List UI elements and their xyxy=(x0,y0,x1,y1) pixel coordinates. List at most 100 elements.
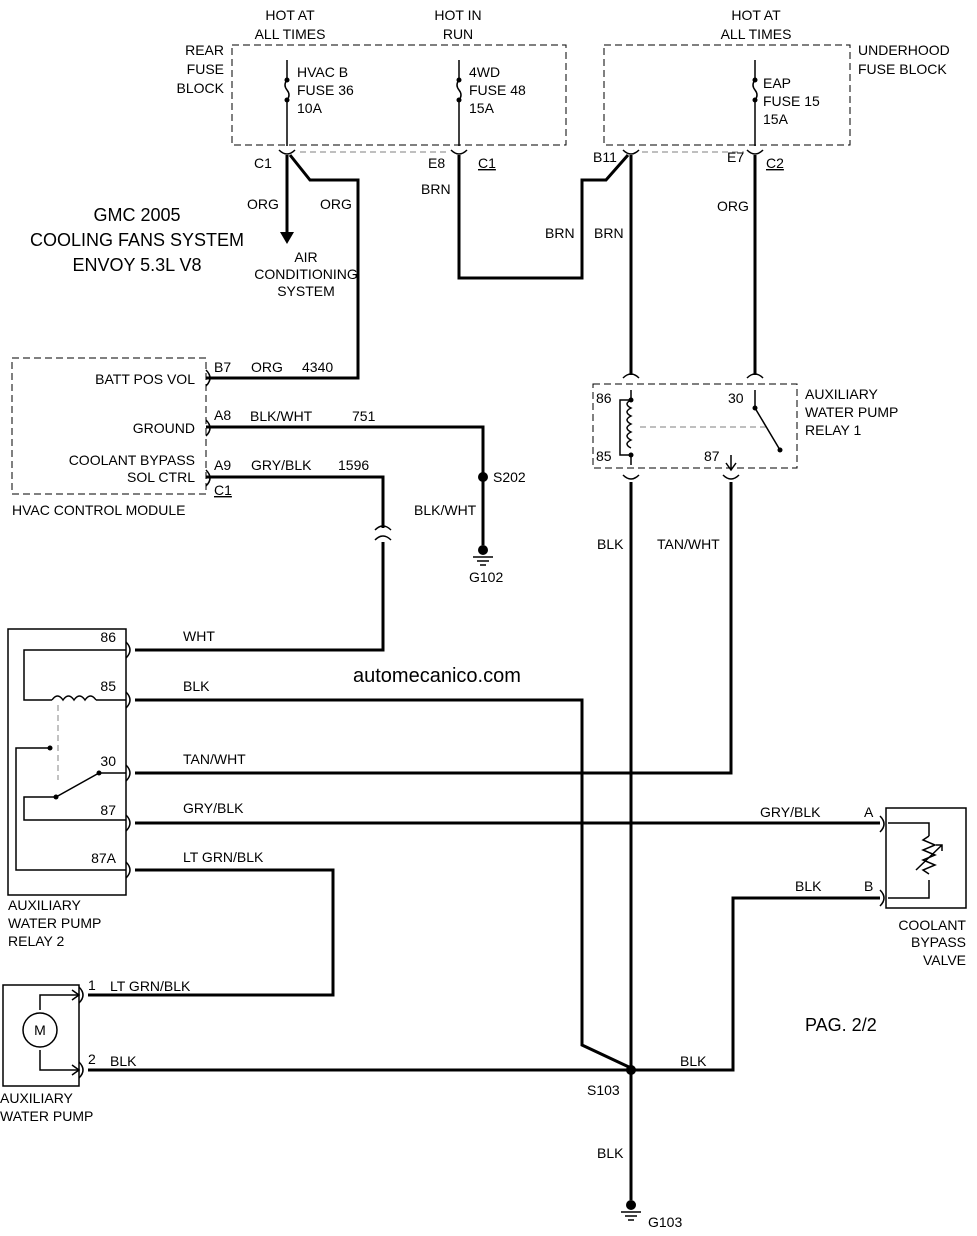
wire-label-org-2: ORG xyxy=(320,196,352,212)
relay1-30-connector-icon xyxy=(746,373,764,379)
relay2-87-connector-icon xyxy=(125,814,131,832)
valve-pin-b: B xyxy=(864,878,873,894)
pump-pin-1: 1 xyxy=(88,977,96,993)
relay2-pin-87: 87 xyxy=(100,802,116,818)
valve-internal-wires xyxy=(888,822,930,899)
underhood-hot-label-2: ALL TIMES xyxy=(721,26,792,42)
hot-at-all-times-label-1: HOT AT xyxy=(265,7,315,23)
wire-label-blkwht-2: BLK/WHT xyxy=(414,502,477,518)
pump-label-1: AUXILIARY xyxy=(0,1090,74,1106)
wire-label-blk-g103: BLK xyxy=(597,1145,624,1161)
ac-system-label-1: AIR xyxy=(294,249,317,265)
relay2-switch-icon xyxy=(23,772,126,821)
diagram-title: GMC 2005 COOLING FANS SYSTEM ENVOY 5.3L … xyxy=(30,205,244,275)
relay2-coil-wires xyxy=(23,649,126,701)
wire-label-ltgrnblk-pump: LT GRN/BLK xyxy=(110,978,191,994)
pump-internal-wires xyxy=(39,994,79,1071)
wire-label-org-3: ORG xyxy=(717,198,749,214)
relay1-pin-86: 86 xyxy=(596,390,612,406)
valve-label-2: BYPASS xyxy=(911,934,966,950)
eap-fuse-icon xyxy=(752,60,758,146)
wire-label-blk-r2: BLK xyxy=(183,678,210,694)
pump-1-connector-icon xyxy=(78,986,84,1004)
relay2-85-connector-icon xyxy=(125,691,131,709)
relay2-label-3: RELAY 2 xyxy=(8,933,65,949)
valve-a-connector-icon xyxy=(879,815,885,833)
pin-batt-pos-label: BATT POS VOL xyxy=(95,371,195,387)
relay2-coil-icon xyxy=(51,695,97,702)
relay2-87a-contact xyxy=(15,747,126,871)
wire-blk-relay2-85 xyxy=(135,698,632,1070)
underhood-fuse-block-outline xyxy=(603,44,851,146)
rear-c1-right-connector-icon xyxy=(450,149,468,155)
rear-fuse-block-label-1: REAR xyxy=(185,42,224,58)
ground-g103-label: G103 xyxy=(648,1214,682,1230)
rear-c1-left-connector-icon xyxy=(278,149,296,155)
rear-conn-c1-left: C1 xyxy=(254,155,272,171)
rear-conn-e8: E8 xyxy=(428,155,445,171)
motor-label: M xyxy=(34,1022,46,1038)
valve-resistor-icon xyxy=(921,835,937,875)
relay2-86-connector-icon xyxy=(125,641,131,659)
pump-outline xyxy=(2,984,80,1087)
rear-fuse-block-outline xyxy=(231,44,567,146)
pump-pin1-arrow-icon xyxy=(71,989,81,1001)
ac-system-label-2: CONDITIONING xyxy=(254,266,357,282)
watermark: automecanico.com xyxy=(353,665,521,687)
wire-label-wht: WHT xyxy=(183,628,215,644)
wire-label-blk-pump: BLK xyxy=(110,1053,137,1069)
relay2-pin-85: 85 xyxy=(100,678,116,694)
wire-label-blk-valve: BLK xyxy=(795,878,822,894)
wire-label-tanwht-r1: TAN/WHT xyxy=(657,536,720,552)
rear-fuse-block: REAR FUSE BLOCK HOT AT ALL TIMES HOT IN … xyxy=(177,7,567,171)
b11-connector-icon xyxy=(622,149,640,155)
hvac-b-fuse-label-1: HVAC B xyxy=(297,64,348,80)
pin-coolant-label-2: SOL CTRL xyxy=(127,469,195,485)
wire-org-to-hvac-b7 xyxy=(206,154,360,380)
4wd-fuse-label-1: 4WD xyxy=(469,64,500,80)
valve-label-3: VALVE xyxy=(923,952,966,968)
rear-fuse-block-label-3: BLOCK xyxy=(177,80,225,96)
wire-brn-4wd-to-b11 xyxy=(457,154,630,280)
underhood-conn-e7: E7 xyxy=(727,149,744,165)
relay1-outline xyxy=(592,383,798,469)
valve-label-1: COOLANT xyxy=(898,917,966,933)
relay1-87-contact-icon xyxy=(725,455,737,472)
wire-ltgrnblk-relay2-87a xyxy=(88,868,335,997)
relay1-pin-85: 85 xyxy=(596,448,612,464)
auxiliary-water-pump: M 1 2 AUXILIARY WATER PUMP xyxy=(0,977,96,1124)
wire-label-brn-1: BRN xyxy=(421,181,451,197)
relay1-87-connector-icon xyxy=(722,474,740,480)
eap-fuse-label-1: EAP xyxy=(763,75,791,91)
ground-g103-icon xyxy=(621,1200,641,1221)
4wd-fuse-label-2: FUSE 48 xyxy=(469,82,526,98)
pin-ground-label: GROUND xyxy=(133,420,195,436)
coolant-bypass-valve: A B COOLANT BYPASS VALVE xyxy=(864,804,967,968)
circuit-1596: 1596 xyxy=(338,457,369,473)
relay2-label-2: WATER PUMP xyxy=(8,915,101,931)
valve-pin-a: A xyxy=(864,804,874,820)
rear-fuse-block-label-2: FUSE xyxy=(187,61,224,77)
title-line-2: COOLING FANS SYSTEM xyxy=(30,230,244,250)
relay1-pin-30: 30 xyxy=(728,390,744,406)
ac-arrow-icon xyxy=(280,232,294,244)
4wd-fuse-icon xyxy=(456,60,462,146)
splice-s202-label: S202 xyxy=(493,469,526,485)
hvac-b-fuse-icon xyxy=(284,60,290,146)
wire-label-tanwht-r2: TAN/WHT xyxy=(183,751,246,767)
relay2-pin-86: 86 xyxy=(100,629,116,645)
inline-connector-icon xyxy=(374,525,392,541)
hvac-module-label: HVAC CONTROL MODULE xyxy=(12,502,185,518)
wire-blk-valve-b xyxy=(631,896,880,1072)
pump-pin2-arrow-icon xyxy=(71,1064,81,1076)
hvac-pin-a8: A8 xyxy=(214,407,231,423)
page-number: PAG. 2/2 xyxy=(805,1015,877,1035)
underhood-hot-label-1: HOT AT xyxy=(731,7,781,23)
ground-g102-icon xyxy=(473,545,493,566)
wire-label-brn-3: BRN xyxy=(594,225,624,241)
underhood-fuse-block: UNDERHOOD FUSE BLOCK HOT AT ALL TIMES EA… xyxy=(593,7,950,171)
pump-label-2: WATER PUMP xyxy=(0,1108,93,1124)
wire-label-grybl-valve: GRY/BLK xyxy=(760,804,821,820)
hot-in-run-label-1: HOT IN xyxy=(434,7,481,23)
hvac-b-fuse-label-2: FUSE 36 xyxy=(297,82,354,98)
